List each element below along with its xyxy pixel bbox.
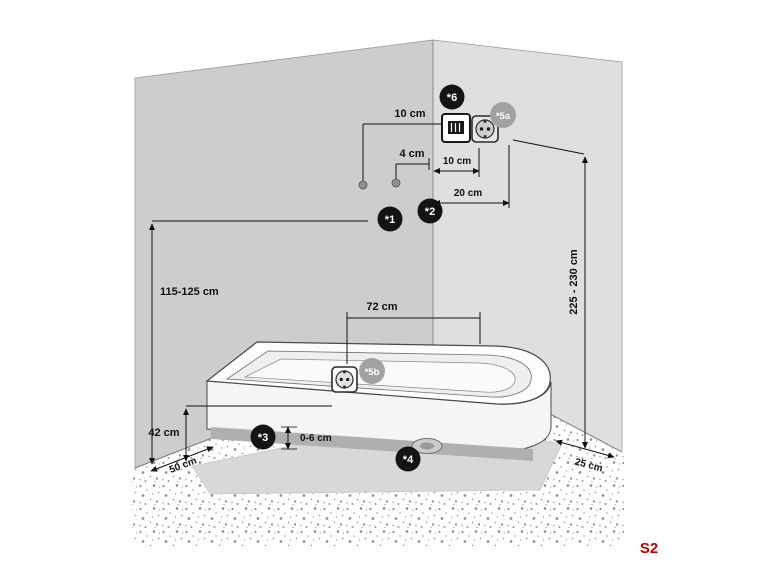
marker-circle [377, 206, 403, 232]
dim-socket-offset-small: 10 cm [433, 148, 480, 177]
socket-hole [346, 377, 350, 382]
marker-label: *1 [385, 214, 395, 226]
dim-label: 4 cm [399, 148, 424, 160]
control-panel-icon [441, 113, 471, 143]
socket-earth-clip [343, 370, 346, 374]
dim-leveling-range: 0-6 cm [281, 426, 332, 450]
marker-2: *2 [417, 198, 443, 224]
dim-label: 10 cm [443, 156, 471, 167]
marker-label: *2 [425, 206, 435, 218]
marker-6: *6 [439, 84, 465, 110]
socket-earth-clip [483, 135, 487, 139]
dim-connection-height: 115-125 cm [149, 220, 368, 465]
dim-tub-socket-distance: 72 cm [346, 301, 481, 364]
marker-circle [395, 446, 421, 472]
socket-earth-clip [343, 385, 346, 389]
socket-hole [479, 127, 484, 131]
wall-socket-icon [471, 115, 499, 143]
dim-label: 115-125 cm [160, 286, 219, 298]
marker-5a: *5a [490, 102, 516, 128]
marker-1: *1 [377, 206, 403, 232]
water-connection-point-1 [358, 180, 368, 190]
floor-drain-icon [411, 438, 443, 454]
dim-line [555, 439, 615, 459]
marker-circle [439, 84, 465, 110]
marker-label: *5a [496, 111, 511, 122]
socket-hole [486, 127, 491, 131]
dim-label: 10 cm [394, 108, 425, 120]
dim-label: 42 cm [148, 427, 179, 439]
socket-hole [339, 377, 343, 382]
dim-label: 20 cm [454, 188, 482, 199]
dim-ceiling-height: 225 - 230 cm [512, 139, 588, 449]
marker-circle [250, 424, 276, 450]
marker-label: *4 [403, 454, 414, 466]
dim-pipe-gap: 4 cm [395, 148, 430, 179]
marker-circle [359, 358, 385, 384]
socket-earth-clip [483, 119, 487, 123]
marker-3: *3 [250, 424, 276, 450]
figure-code: S2 [640, 540, 658, 557]
dim-socket-offset-large: 20 cm [433, 145, 510, 208]
dim-label: 72 cm [366, 301, 397, 313]
marker-4: *4 [395, 446, 421, 472]
dim-ref-line [512, 139, 585, 155]
tub-socket-icon [331, 366, 358, 393]
dim-label: 0-6 cm [300, 433, 332, 444]
marker-5b: *5b [359, 358, 385, 384]
water-connection-point-2 [391, 178, 401, 188]
marker-circle [417, 198, 443, 224]
socket-well [335, 370, 354, 389]
marker-label: *5b [365, 367, 380, 378]
dim-label: 225 - 230 cm [568, 249, 580, 315]
drain-inner [420, 442, 434, 450]
marker-label: *3 [258, 432, 268, 444]
dim-line [150, 446, 214, 472]
tub-plinth-band [211, 427, 533, 461]
marker-circle [490, 102, 516, 128]
marker-label: *6 [447, 92, 457, 104]
